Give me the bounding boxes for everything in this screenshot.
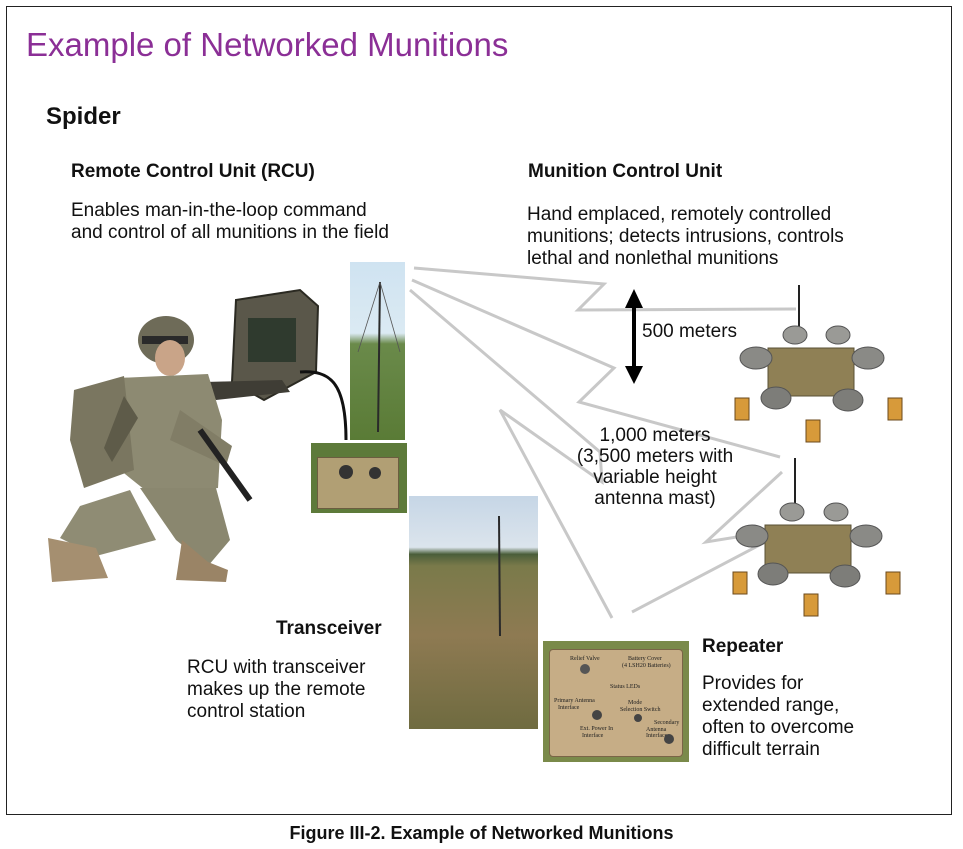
mode-switch-icon: [634, 714, 642, 722]
antenna-mast-icon: [357, 281, 401, 433]
panel-label: Mode: [628, 700, 642, 706]
transceiver-box-image: [317, 457, 399, 509]
range-long-line: antenna mast): [594, 488, 716, 509]
panel-label: Selection Switch: [620, 707, 661, 713]
panel-label: Interface: [558, 705, 580, 711]
range-double-arrow: [625, 289, 643, 384]
repeater-description-line: extended range,: [702, 695, 840, 716]
antenna-connector-icon: [664, 734, 674, 744]
transceiver-knob-icon: [339, 465, 353, 479]
rcu-heading: Remote Control Unit (RCU): [71, 161, 315, 182]
transceiver-description-line: makes up the remote: [187, 679, 366, 700]
transceiver-photo: [311, 443, 407, 513]
panel-label: (4 LSH20 Batteries): [622, 663, 671, 669]
mcu-heading: Munition Control Unit: [528, 161, 723, 182]
rcu-description-line: and control of all munitions in the fiel…: [71, 222, 389, 243]
repeater-description-line: Provides for: [702, 673, 804, 694]
link-line-rcu-to-mcu-bottom: [411, 278, 781, 459]
relief-valve-icon: [580, 664, 590, 674]
panel-label: Ext. Power In: [580, 726, 614, 732]
transceiver-description: RCU with transceiver makes up the remote…: [187, 657, 365, 723]
mcu-description-line: Hand emplaced, remotely controlled: [527, 204, 832, 225]
munition-unit-top-image: [734, 285, 903, 443]
transceiver-description-line: control station: [187, 701, 306, 722]
range-short-label: 500 meters: [642, 321, 738, 342]
repeater-description-line: often to overcome: [702, 717, 855, 738]
rcu-device-image: [204, 288, 348, 441]
transceiver-heading: Transceiver: [276, 618, 382, 639]
panel-label: Battery Cover: [628, 656, 662, 662]
range-long-line: variable height: [593, 467, 717, 488]
rcu-description: Enables man-in-the-loop command and cont…: [71, 200, 389, 244]
mcu-description-line: munitions; detects intrusions, controls: [527, 226, 844, 247]
transceiver-description-line: RCU with transceiver: [187, 657, 366, 678]
transceiver-knob-icon: [369, 467, 381, 479]
panel-label: Primary Antenna: [554, 698, 595, 704]
antenna-mast-photo: [350, 262, 405, 440]
panel-label: Relief Valve: [570, 656, 600, 662]
field-transceiver-photo: [409, 496, 538, 729]
panel-label: Interface: [582, 733, 604, 739]
soldier-image: [48, 316, 253, 582]
mcu-description: Hand emplaced, remotely controlled munit…: [527, 204, 844, 270]
range-long-line: (3,500 meters with: [576, 446, 734, 467]
field-mast-icon: [498, 515, 501, 637]
link-line-rcu-to-repeater: [409, 288, 614, 619]
repeater-heading: Repeater: [702, 636, 784, 657]
figure-title: Example of Networked Munitions: [26, 26, 509, 63]
repeater-panel-image: Relief Valve Battery Cover (4 LSH20 Batt…: [549, 649, 683, 757]
range-long-label: 1,000 meters (3,500 meters with variable…: [555, 425, 755, 509]
system-name: Spider: [46, 103, 121, 130]
link-line-rcu-to-mcu-top: [413, 266, 797, 312]
repeater-description-line: difficult terrain: [702, 739, 820, 760]
range-long-line: 1,000 meters: [599, 425, 711, 446]
antenna-connector-icon: [592, 710, 602, 720]
munition-unit-bottom-image: [732, 458, 901, 617]
repeater-description: Provides for extended range, often to ov…: [702, 673, 854, 761]
rcu-description-line: Enables man-in-the-loop command: [71, 200, 367, 221]
panel-label: Secondary: [654, 720, 680, 726]
panel-label: Status LEDs: [610, 684, 641, 690]
mcu-description-line: lethal and nonlethal munitions: [527, 248, 779, 269]
figure-caption: Figure III-2. Example of Networked Munit…: [289, 823, 674, 843]
panel-label: Antenna Interface: [646, 727, 668, 739]
repeater-photo: Relief Valve Battery Cover (4 LSH20 Batt…: [543, 641, 689, 762]
